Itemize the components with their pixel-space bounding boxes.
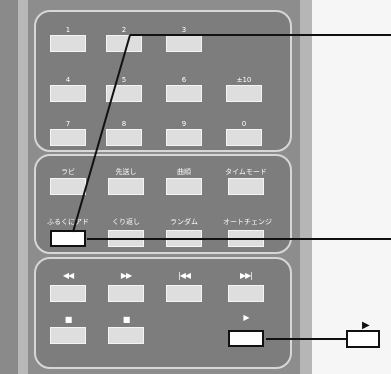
remote-side-edge: [0, 0, 18, 374]
key-1-label: 1: [65, 26, 71, 34]
key-0-button[interactable]: [226, 129, 262, 146]
key-9-button[interactable]: [166, 129, 202, 146]
key-2-button[interactable]: [106, 35, 142, 52]
func-order-button[interactable]: [166, 178, 202, 195]
func-skip-button[interactable]: [108, 178, 144, 195]
key-6-label: 6: [181, 76, 187, 84]
transport-panel: [34, 257, 292, 369]
previous-track-button[interactable]: [166, 285, 202, 302]
func-skip-label: 先送し: [115, 168, 137, 176]
func-random-label: ランダム: [170, 218, 198, 226]
func-b-button[interactable]: [50, 230, 86, 247]
callout-play-icon: ▶: [362, 320, 370, 331]
key-2-label: 2: [121, 26, 127, 34]
next-track-button[interactable]: [228, 285, 264, 302]
func-time-mode-button[interactable]: [228, 178, 264, 195]
key-5-label: 5: [121, 76, 127, 84]
func-order-label: 曲順: [177, 168, 191, 176]
fast-forward-label: ▶▶: [120, 271, 132, 280]
previous-track-label: |◀◀: [178, 271, 191, 280]
key-0-label: 0: [241, 120, 247, 128]
key-plus10-label: ±10: [236, 76, 252, 84]
key-9-label: 9: [181, 120, 187, 128]
stop-a-button[interactable]: [50, 327, 86, 344]
func-auto-change-label: オートチェンジ: [223, 218, 272, 226]
stop-b-label: ■: [122, 315, 131, 324]
leader-line-diagonal: [72, 34, 131, 233]
remote-side-bevel: [18, 0, 28, 374]
key-7-button[interactable]: [50, 129, 86, 146]
func-repeat-label: くり返し: [112, 218, 140, 226]
func-time-mode-label: タイムモード: [225, 168, 267, 176]
stop-a-label: ■: [64, 315, 73, 324]
key-7-label: 7: [65, 120, 71, 128]
fast-forward-button[interactable]: [108, 285, 144, 302]
rewind-button[interactable]: [50, 285, 86, 302]
play-button[interactable]: [228, 330, 264, 347]
key-plus10-button[interactable]: [226, 85, 262, 102]
key-8-label: 8: [121, 120, 127, 128]
numpad-panel: [34, 10, 292, 152]
annotation-margin: [312, 0, 391, 374]
callout-play-box: [346, 330, 380, 348]
func-b-label: ふるくにアド: [47, 218, 89, 226]
key-4-button[interactable]: [50, 85, 86, 102]
func-a-label: ラビ: [61, 168, 75, 176]
key-3-label: 3: [181, 26, 187, 34]
key-1-button[interactable]: [50, 35, 86, 52]
key-8-button[interactable]: [106, 129, 142, 146]
key-6-button[interactable]: [166, 85, 202, 102]
remote-right-bevel: [300, 0, 312, 374]
rewind-label: ◀◀: [62, 271, 74, 280]
play-label: ▶: [243, 313, 249, 322]
next-track-label: ▶▶|: [240, 271, 253, 280]
stop-b-button[interactable]: [108, 327, 144, 344]
key-4-label: 4: [65, 76, 71, 84]
